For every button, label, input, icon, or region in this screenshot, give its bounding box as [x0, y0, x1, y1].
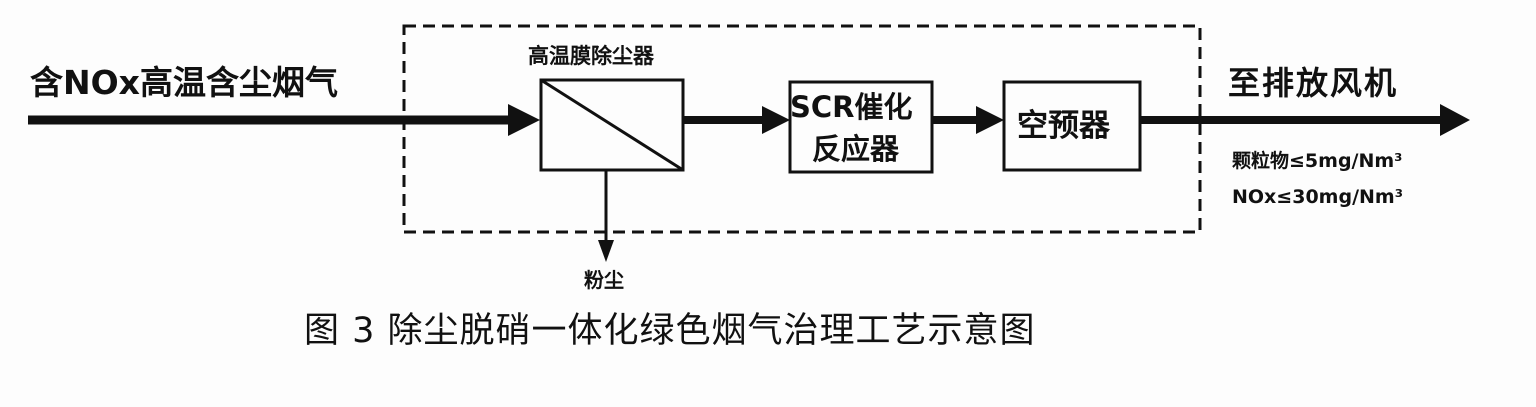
inlet-gas-label: 含NOx高温含尘烟气: [30, 63, 338, 102]
filter-membrane-diagonal: [540, 78, 684, 172]
dust-filter-label: 高温膜除尘器: [528, 44, 654, 68]
particulate-spec-label: 颗粒物≤5mg/Nm³: [1232, 150, 1403, 172]
scr-reactor-label-line1: SCR催化: [790, 90, 913, 124]
air-preheater-box: [1002, 80, 1142, 172]
inlet-arrowhead: [508, 104, 540, 136]
outlet-label: 至排放风机: [1228, 64, 1399, 102]
scr-to-preheater-arrowhead: [976, 106, 1004, 134]
filter-to-scr-arrowhead: [762, 106, 790, 134]
figure-caption: 图 3 除尘脱硝一体化绿色烟气治理工艺示意图: [304, 311, 1036, 351]
scr-reactor-label-line2: 反应器: [812, 132, 900, 166]
ash-discharge-arrowhead: [598, 240, 614, 262]
scr-reactor-box: [788, 80, 934, 174]
outlet-arrowhead: [1440, 104, 1470, 136]
air-preheater-label: 空预器: [1017, 108, 1110, 144]
integrated-system-boundary: [402, 24, 1202, 234]
nox-spec-label: NOx≤30mg/Nm³: [1232, 186, 1404, 208]
ash-label: 粉尘: [584, 268, 624, 292]
